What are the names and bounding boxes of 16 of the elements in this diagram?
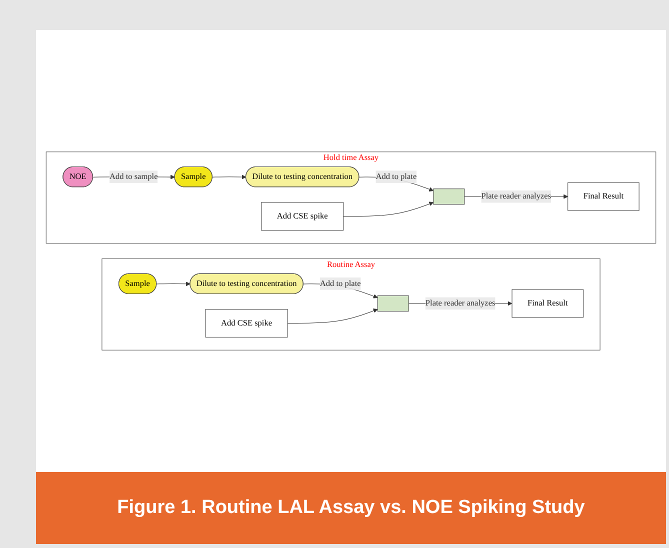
node-box: Final Result: [512, 289, 584, 318]
node-box: [433, 188, 465, 205]
arrow: [287, 308, 378, 324]
edge-label: Add to sample: [110, 172, 158, 181]
arrow: [212, 174, 246, 180]
arrow: [156, 282, 190, 286]
node-box: Final Result: [568, 182, 640, 211]
figure-caption: Figure 1. Routine LAL Assay vs. NOE Spiking Study: [117, 497, 585, 519]
edge-label: Plate reader analyzes: [425, 298, 496, 308]
edge-label: Plate reader analyzes: [481, 192, 552, 201]
node-box: Add CSE spike: [205, 309, 288, 338]
node-box: Add CSE spike: [261, 202, 344, 231]
arrow: [343, 202, 434, 217]
edge-label: Add to plate: [320, 279, 361, 288]
node-box: [377, 295, 409, 312]
edge-label: Add to plate: [376, 172, 417, 181]
